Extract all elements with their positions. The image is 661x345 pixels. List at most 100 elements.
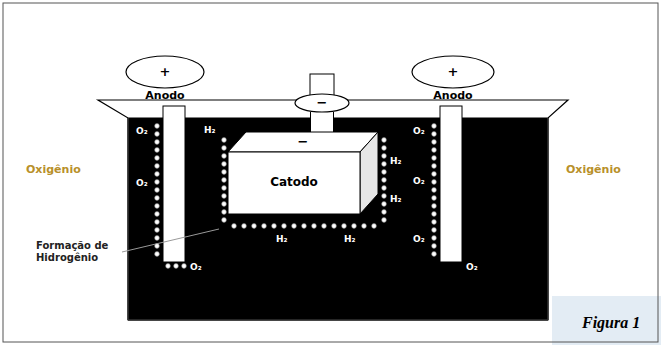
gas-bubble [155, 148, 160, 153]
terminal-ellipse [412, 56, 494, 88]
gas-formula: H₂ [204, 125, 215, 135]
gas-bubble [432, 132, 437, 137]
block-top [228, 132, 378, 152]
gas-bubble [155, 252, 160, 257]
gas-bubble [222, 210, 227, 215]
gas-bubble [432, 188, 437, 193]
gas-formula: H₂ [390, 156, 401, 166]
gas-bubble [342, 224, 347, 229]
polarity-sign: − [298, 135, 309, 149]
gas-formula: O₂ [466, 262, 478, 272]
gas-name: Oxigênio [566, 164, 621, 177]
figure-caption: Figura 1 [582, 314, 640, 332]
gas-bubble [222, 178, 227, 183]
gas-bubble [382, 186, 387, 191]
gas-bubble [222, 154, 227, 159]
gas-formula: H₂ [276, 234, 287, 244]
gas-bubble [155, 140, 160, 145]
gas-bubble [282, 224, 287, 229]
tank-wall [547, 118, 549, 320]
gas-bubble [432, 228, 437, 233]
gas-bubble [322, 224, 327, 229]
terminal-ellipse [295, 94, 349, 112]
gas-bubble [432, 156, 437, 161]
gas-bubble [155, 156, 160, 161]
gas-bubble [432, 252, 437, 257]
gas-bubble [432, 220, 437, 225]
stem-outline [310, 112, 334, 132]
polarity-sign: + [160, 65, 171, 79]
tank-bottom [128, 319, 548, 321]
cathode-terminal: − [294, 93, 350, 113]
gas-bubble [382, 146, 387, 151]
gas-bubble [166, 264, 171, 269]
gas-bubble [155, 212, 160, 217]
gas-bubble [372, 224, 377, 229]
gas-bubble [352, 224, 357, 229]
gas-bubble [222, 170, 227, 175]
anode-terminal: +Anodo [125, 55, 205, 89]
block-front [228, 152, 360, 214]
gas-formula: O₂ [136, 126, 148, 136]
anode-terminal: +Anodo [411, 55, 495, 89]
gas-formula: H₂ [390, 194, 401, 204]
gas-bubble [155, 172, 160, 177]
gas-bubble [155, 164, 160, 169]
gas-bubble [155, 188, 160, 193]
gas-bubble [155, 180, 160, 185]
gas-bubble [222, 218, 227, 223]
gas-bubble [222, 162, 227, 167]
callout-text: Formação de Hidrogênio [36, 240, 120, 263]
gas-bubble [155, 244, 160, 249]
gas-name: Oxigênio [26, 164, 81, 177]
gas-bubble [155, 220, 160, 225]
gas-bubble [302, 224, 307, 229]
gas-bubble [382, 162, 387, 167]
gas-bubble [155, 124, 160, 129]
gas-bubble [382, 138, 387, 143]
anode-plate [163, 106, 185, 262]
gas-bubble [432, 148, 437, 153]
anode-plate [440, 106, 462, 262]
gas-bubble [155, 204, 160, 209]
gas-bubble [432, 180, 437, 185]
gas-bubble [312, 224, 317, 229]
gas-bubble [362, 224, 367, 229]
gas-bubble [222, 146, 227, 151]
leader-line [122, 229, 219, 252]
gas-bubble [292, 224, 297, 229]
gas-bubble [432, 244, 437, 249]
gas-bubble [432, 212, 437, 217]
gas-bubble [232, 224, 237, 229]
gas-bubble [222, 194, 227, 199]
gas-bubble [182, 264, 187, 269]
gas-formula: O₂ [136, 178, 148, 188]
gas-bubble [382, 202, 387, 207]
gas-bubble [174, 264, 179, 269]
polarity-sign: + [448, 65, 459, 79]
gas-bubble [272, 224, 277, 229]
gas-bubble [432, 164, 437, 169]
gas-bubble [222, 186, 227, 191]
gas-bubble [382, 194, 387, 199]
gas-bubble [432, 204, 437, 209]
gas-bubble [252, 224, 257, 229]
gas-formula: O₂ [413, 234, 425, 244]
tank-wall [127, 118, 129, 320]
gas-formula: O₂ [413, 126, 425, 136]
gas-bubble [382, 210, 387, 215]
gas-formula: O₂ [190, 262, 202, 272]
gas-bubble [432, 236, 437, 241]
gas-bubble [432, 140, 437, 145]
gas-bubble [432, 124, 437, 129]
electrode-label: Anodo [145, 90, 184, 102]
gas-bubble [432, 196, 437, 201]
electrode-label: Catodo [270, 176, 318, 189]
gas-bubble [242, 224, 247, 229]
gas-bubble [155, 236, 160, 241]
gas-bubble [262, 224, 267, 229]
